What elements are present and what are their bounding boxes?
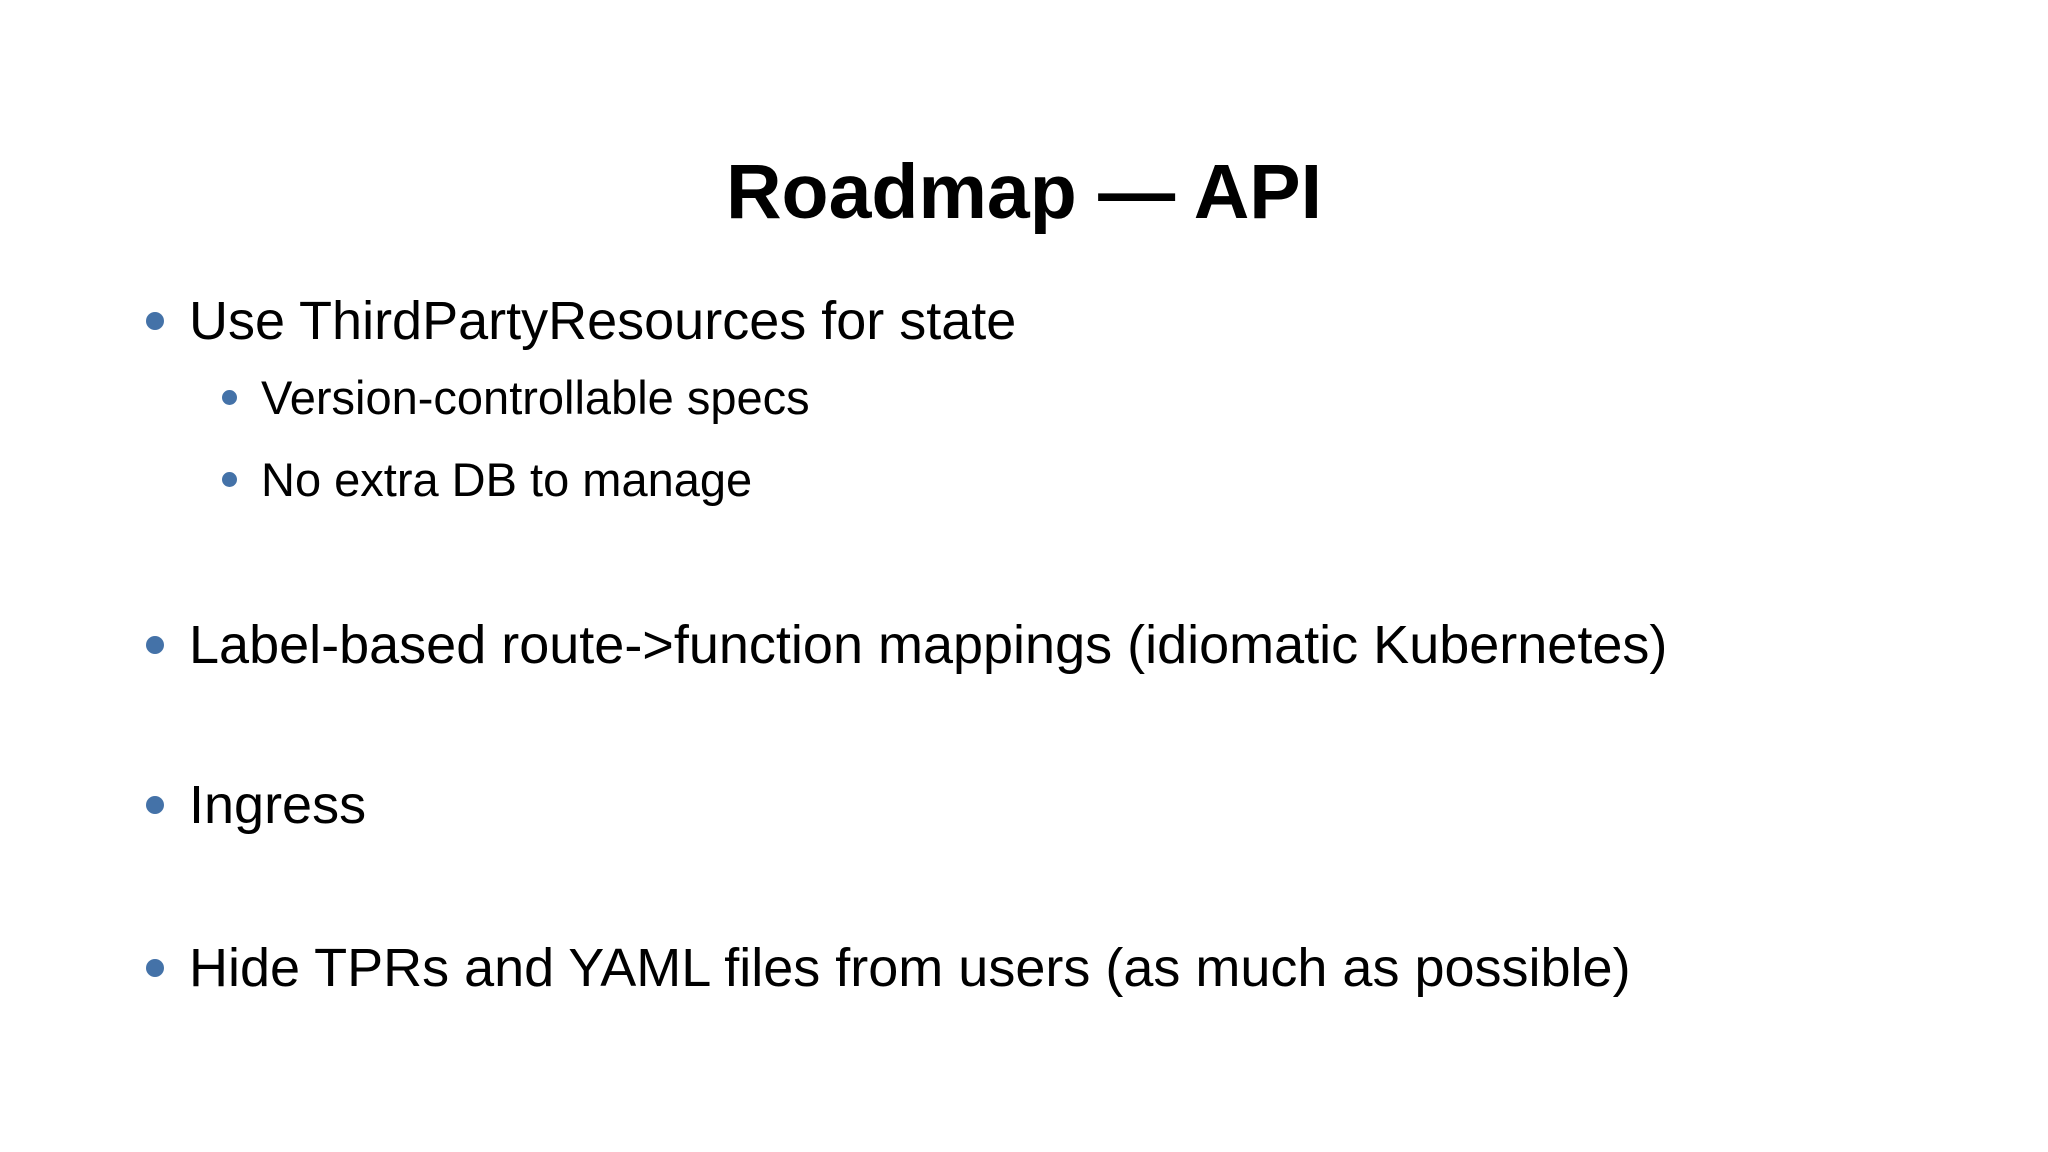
list-item: Ingress	[146, 772, 1988, 838]
bullet-text: Ingress	[189, 775, 367, 835]
slide-title: Roadmap — API	[725, 148, 1323, 235]
bullet-icon	[146, 959, 164, 977]
bullet-text: Use ThirdPartyResources for state	[189, 291, 1017, 351]
list-item: Hide TPRs and YAML files from users (as …	[146, 935, 1988, 1001]
bullet-icon	[146, 636, 164, 654]
list-item: Use ThirdPartyResources for state	[146, 288, 1988, 354]
list-item: Label-based route->function mappings (id…	[146, 612, 1988, 678]
bullet-text: Hide TPRs and YAML files from users (as …	[189, 938, 1631, 998]
bullet-icon	[146, 312, 164, 330]
bullet-text: Label-based route->function mappings (id…	[189, 615, 1668, 675]
bullet-icon	[222, 472, 237, 487]
list-item: No extra DB to manage	[222, 451, 1988, 508]
bullet-text: Version-controllable specs	[261, 371, 810, 424]
bullet-icon	[146, 796, 164, 814]
bullet-list: Use ThirdPartyResources for state Versio…	[146, 288, 1988, 1001]
slide-body: Use ThirdPartyResources for state Versio…	[146, 288, 1988, 1001]
bullet-text: No extra DB to manage	[261, 453, 753, 506]
list-item: Version-controllable specs	[222, 369, 1988, 426]
bullet-icon	[222, 390, 237, 405]
